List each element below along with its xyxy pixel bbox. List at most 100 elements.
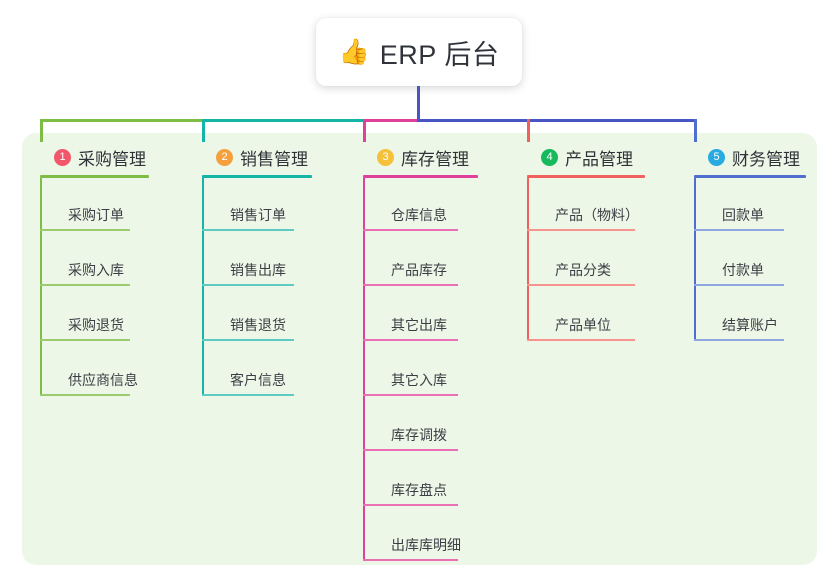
- list-item[interactable]: 产品（物料）: [527, 178, 645, 231]
- list-item[interactable]: 采购退货: [40, 286, 149, 341]
- connector-stub-2: [202, 119, 205, 142]
- list-item-label: 销售订单: [230, 207, 286, 223]
- list-item[interactable]: 产品分类: [527, 231, 645, 286]
- list-item[interactable]: 销售退货: [202, 286, 312, 341]
- list-item-rule: [40, 394, 130, 396]
- column-title-5: 财务管理: [732, 149, 800, 169]
- column-header-4[interactable]: 4 产品管理: [527, 145, 645, 169]
- connector-bus-segment-4: [417, 119, 697, 122]
- list-item-rule: [363, 284, 458, 286]
- column-rule-1: [40, 175, 149, 178]
- column-rule-5: [694, 175, 806, 178]
- list-item[interactable]: 销售出库: [202, 231, 312, 286]
- list-item-rule: [527, 284, 635, 286]
- column-rule-4: [527, 175, 645, 178]
- list-item[interactable]: 销售订单: [202, 178, 312, 231]
- column-rule-3: [363, 175, 478, 178]
- column-title-2: 销售管理: [240, 149, 308, 169]
- column-badge-3: 3: [377, 148, 394, 166]
- list-item[interactable]: 供应商信息: [40, 341, 149, 396]
- list-item-rule: [202, 284, 294, 286]
- list-item-label: 产品库存: [391, 262, 447, 278]
- list-item-label: 其它出库: [391, 317, 447, 333]
- list-item[interactable]: 产品库存: [363, 231, 478, 286]
- list-item[interactable]: 库存盘点: [363, 451, 478, 506]
- list-item[interactable]: 其它出库: [363, 286, 478, 341]
- column-items-4: 产品（物料） 产品分类产品单位: [527, 178, 645, 341]
- list-item-rule: [694, 339, 784, 341]
- root-node-content: 👍 ERP 后台: [339, 33, 500, 72]
- column-header-5[interactable]: 5 财务管理: [694, 145, 806, 169]
- list-item[interactable]: 产品单位: [527, 286, 645, 341]
- diagram-panel: [22, 133, 817, 565]
- list-item-rule: [40, 339, 130, 341]
- connector-bus-segment-1: [40, 119, 205, 122]
- connector-bus-segment-3: [363, 119, 419, 122]
- thumbs-up-icon: 👍: [338, 37, 370, 66]
- column-badge-5: 5: [708, 148, 725, 166]
- column-4: 4 产品管理产品（物料） 产品分类产品单位: [527, 145, 645, 341]
- list-item-label: 仓库信息: [391, 207, 447, 223]
- list-item-label: 销售出库: [230, 262, 286, 278]
- connector-stub-4: [527, 119, 530, 142]
- list-item[interactable]: 库存调拨: [363, 396, 478, 451]
- list-item-rule: [363, 504, 458, 506]
- list-item[interactable]: 采购入库: [40, 231, 149, 286]
- list-item[interactable]: 其它入库: [363, 341, 478, 396]
- list-item-rule: [363, 229, 458, 231]
- list-item-label: 结算账户: [722, 317, 778, 333]
- column-badge-1: 1: [54, 148, 71, 166]
- list-item-label: 销售退货: [230, 317, 286, 333]
- column-items-3: 仓库信息产品库存其它出库其它入库库存调拨库存盘点出库库明细: [363, 178, 478, 561]
- column-trunk-4: [527, 178, 529, 341]
- column-trunk-1: [40, 178, 42, 396]
- list-item-rule: [694, 229, 784, 231]
- list-item[interactable]: 仓库信息: [363, 178, 478, 231]
- column-items-2: 销售订单销售出库销售退货客户信息: [202, 178, 312, 396]
- list-item-label: 付款单: [722, 262, 764, 278]
- column-trunk-3: [363, 178, 365, 561]
- list-item-rule: [202, 339, 294, 341]
- column-rule-2: [202, 175, 312, 178]
- root-node-label: ERP 后台: [379, 39, 500, 70]
- connector-bus-segment-2: [202, 119, 366, 122]
- list-item[interactable]: 结算账户: [694, 286, 806, 341]
- list-item[interactable]: 出库库明细: [363, 506, 478, 561]
- list-item[interactable]: 客户信息: [202, 341, 312, 396]
- list-item-label: 产品（物料）: [555, 207, 639, 223]
- column-items-5: 回款单付款单结算账户: [694, 178, 806, 341]
- root-node[interactable]: 👍 ERP 后台: [316, 18, 522, 86]
- list-item-label: 产品分类: [555, 262, 611, 278]
- connector-stub-3: [363, 119, 366, 142]
- list-item-rule: [694, 284, 784, 286]
- list-item[interactable]: 采购订单: [40, 178, 149, 231]
- list-item-rule: [363, 559, 458, 561]
- connector-stub-5: [694, 119, 697, 142]
- connector-stub-1: [40, 119, 43, 142]
- list-item-label: 供应商信息: [68, 372, 138, 388]
- list-item[interactable]: 回款单: [694, 178, 806, 231]
- list-item-label: 出库库明细: [391, 537, 461, 553]
- list-item-rule: [363, 449, 458, 451]
- list-item-label: 库存调拨: [391, 427, 447, 443]
- list-item-rule: [363, 339, 458, 341]
- column-trunk-2: [202, 178, 204, 396]
- column-badge-4: 4: [541, 148, 558, 166]
- list-item-label: 回款单: [722, 207, 764, 223]
- list-item-label: 其它入库: [391, 372, 447, 388]
- list-item-rule: [202, 229, 294, 231]
- column-items-1: 采购订单采购入库采购退货供应商信息: [40, 178, 149, 396]
- list-item[interactable]: 付款单: [694, 231, 806, 286]
- column-title-4: 产品管理: [565, 149, 633, 169]
- list-item-rule: [202, 394, 294, 396]
- list-item-rule: [363, 394, 458, 396]
- list-item-label: 客户信息: [230, 372, 286, 388]
- list-item-rule: [40, 284, 130, 286]
